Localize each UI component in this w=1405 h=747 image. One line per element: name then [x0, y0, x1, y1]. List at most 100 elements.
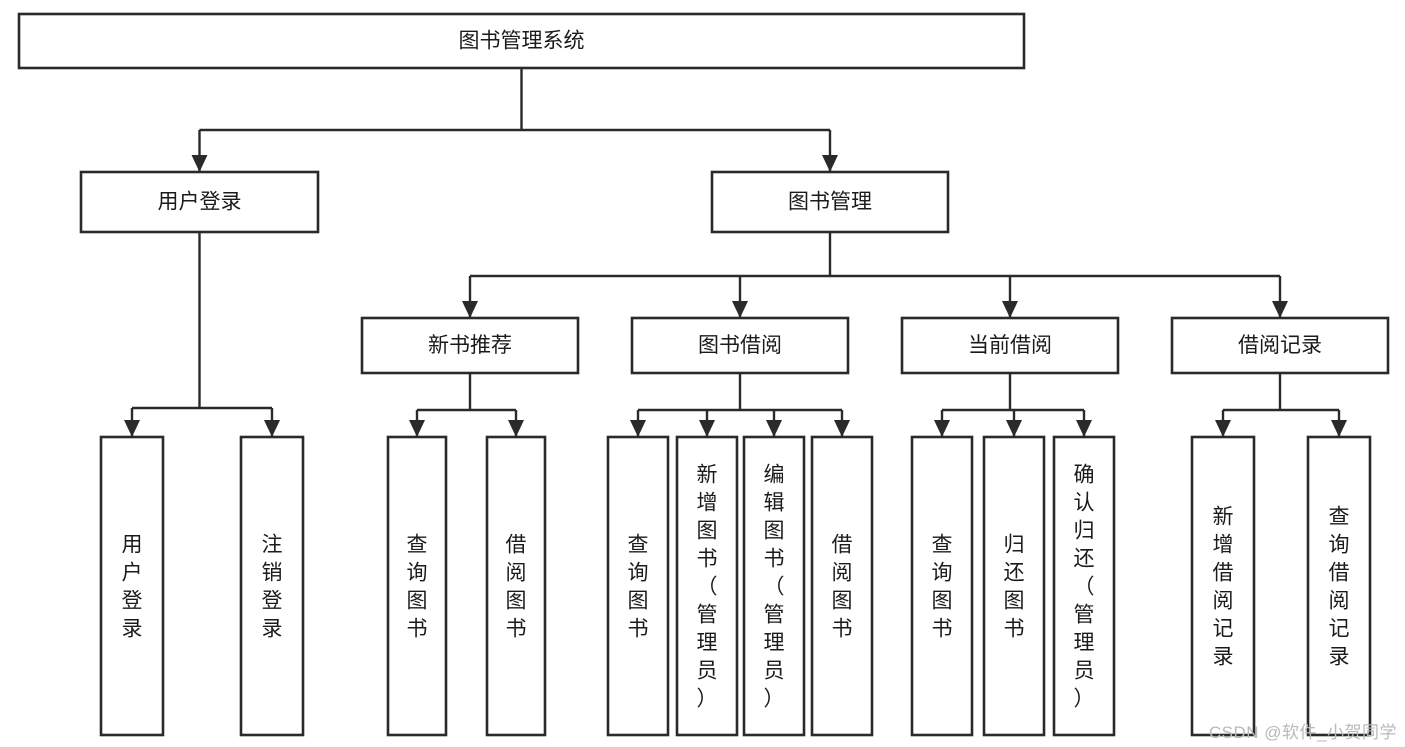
- svg-text:记: 记: [1213, 618, 1234, 641]
- svg-text:书: 书: [764, 548, 785, 571]
- svg-text:员: 员: [697, 660, 718, 683]
- svg-text:理: 理: [764, 632, 785, 655]
- svg-text:图: 图: [932, 590, 953, 613]
- node-box-leaf-query-book-3: [910, 435, 974, 737]
- svg-text:书: 书: [832, 618, 853, 641]
- svg-text:借: 借: [506, 534, 527, 557]
- svg-text:阅: 阅: [1213, 590, 1234, 613]
- svg-text:阅: 阅: [506, 562, 527, 585]
- svg-text:借: 借: [832, 534, 853, 557]
- svg-text:询: 询: [932, 562, 953, 585]
- svg-text:阅: 阅: [1329, 590, 1350, 613]
- svg-text:查: 查: [628, 534, 649, 557]
- node-box-leaf-borrow-book-2: [810, 435, 874, 737]
- node-label-book-borrow: 图书借阅: [698, 334, 782, 357]
- svg-text:书: 书: [697, 548, 718, 571]
- svg-text:书: 书: [628, 618, 649, 641]
- svg-text:管: 管: [764, 604, 785, 627]
- node-box-leaf-borrow-book-1: [485, 435, 547, 737]
- svg-text:阅: 阅: [832, 562, 853, 585]
- node-label-new-book-recommend: 新书推荐: [428, 334, 512, 357]
- node-box-leaf-return-book: [982, 435, 1046, 737]
- svg-text:）: ）: [697, 688, 718, 711]
- svg-text:还: 还: [1004, 562, 1025, 585]
- node-box-leaf-add-book: [675, 435, 739, 737]
- node-box-leaf-query-book-1: [386, 435, 448, 737]
- svg-text:辑: 辑: [764, 492, 785, 515]
- node-box-book-borrow: [630, 316, 850, 375]
- svg-text:书: 书: [407, 618, 428, 641]
- svg-text:录: 录: [1329, 646, 1350, 669]
- node-box-leaf-query-record: [1306, 435, 1372, 737]
- svg-text:询: 询: [407, 562, 428, 585]
- svg-text:询: 询: [1329, 534, 1350, 557]
- svg-text:录: 录: [262, 618, 283, 641]
- node-label-borrow-record: 借阅记录: [1238, 334, 1322, 357]
- svg-text:图: 图: [506, 590, 527, 613]
- svg-text:编: 编: [764, 464, 785, 487]
- svg-text:书: 书: [1004, 618, 1025, 641]
- svg-text:借: 借: [1213, 562, 1234, 585]
- svg-text:归: 归: [1004, 534, 1025, 557]
- svg-text:员: 员: [1074, 660, 1095, 683]
- node-box-borrow-record: [1170, 316, 1390, 375]
- svg-text:（: （: [1074, 576, 1095, 599]
- node-labels: 图书管理系统用户登录图书管理新书推荐图书借阅当前借阅借阅记录用户登录注销登录查询…: [122, 30, 1350, 711]
- svg-text:借: 借: [1329, 562, 1350, 585]
- svg-text:查: 查: [407, 534, 428, 557]
- svg-text:管: 管: [1074, 604, 1095, 627]
- node-label-root: 图书管理系统: [459, 30, 585, 53]
- svg-text:新: 新: [697, 464, 718, 487]
- svg-text:注: 注: [262, 534, 283, 557]
- svg-text:图: 图: [407, 590, 428, 613]
- node-box-leaf-confirm-return: [1052, 435, 1116, 737]
- svg-text:询: 询: [628, 562, 649, 585]
- arrow-heads: [124, 155, 1347, 437]
- node-box-user-login: [79, 170, 320, 234]
- svg-text:管: 管: [697, 604, 718, 627]
- svg-text:理: 理: [697, 632, 718, 655]
- node-box-leaf-user-logout: [239, 435, 305, 737]
- svg-text:理: 理: [1074, 632, 1095, 655]
- svg-text:新: 新: [1213, 506, 1234, 529]
- node-box-leaf-edit-book: [742, 435, 806, 737]
- svg-text:用: 用: [122, 534, 143, 557]
- svg-text:图: 图: [832, 590, 853, 613]
- svg-text:）: ）: [764, 688, 785, 711]
- svg-text:增: 增: [697, 492, 718, 515]
- node-box-leaf-add-record: [1190, 435, 1256, 737]
- svg-text:（: （: [764, 576, 785, 599]
- svg-text:录: 录: [1213, 646, 1234, 669]
- svg-text:登: 登: [122, 590, 143, 613]
- node-label-book-manage: 图书管理: [788, 191, 872, 214]
- svg-text:录: 录: [122, 618, 143, 641]
- node-label-leaf-user-login: 用户登录: [122, 534, 143, 641]
- node-box-leaf-user-login: [99, 435, 165, 737]
- csdn-watermark: CSDN @软件_小贺同学: [1208, 723, 1397, 742]
- node-box-book-manage: [710, 170, 950, 234]
- svg-text:增: 增: [1213, 534, 1234, 557]
- svg-text:员: 员: [764, 660, 785, 683]
- node-boxes: [17, 12, 1390, 737]
- svg-text:确: 确: [1074, 464, 1095, 487]
- svg-text:）: ）: [1074, 688, 1095, 711]
- node-label-current-borrow: 当前借阅: [968, 334, 1052, 357]
- svg-text:查: 查: [932, 534, 953, 557]
- svg-text:图: 图: [764, 520, 785, 543]
- svg-text:查: 查: [1329, 506, 1350, 529]
- svg-text:图: 图: [1004, 590, 1025, 613]
- svg-text:图: 图: [697, 520, 718, 543]
- svg-text:销: 销: [262, 562, 283, 585]
